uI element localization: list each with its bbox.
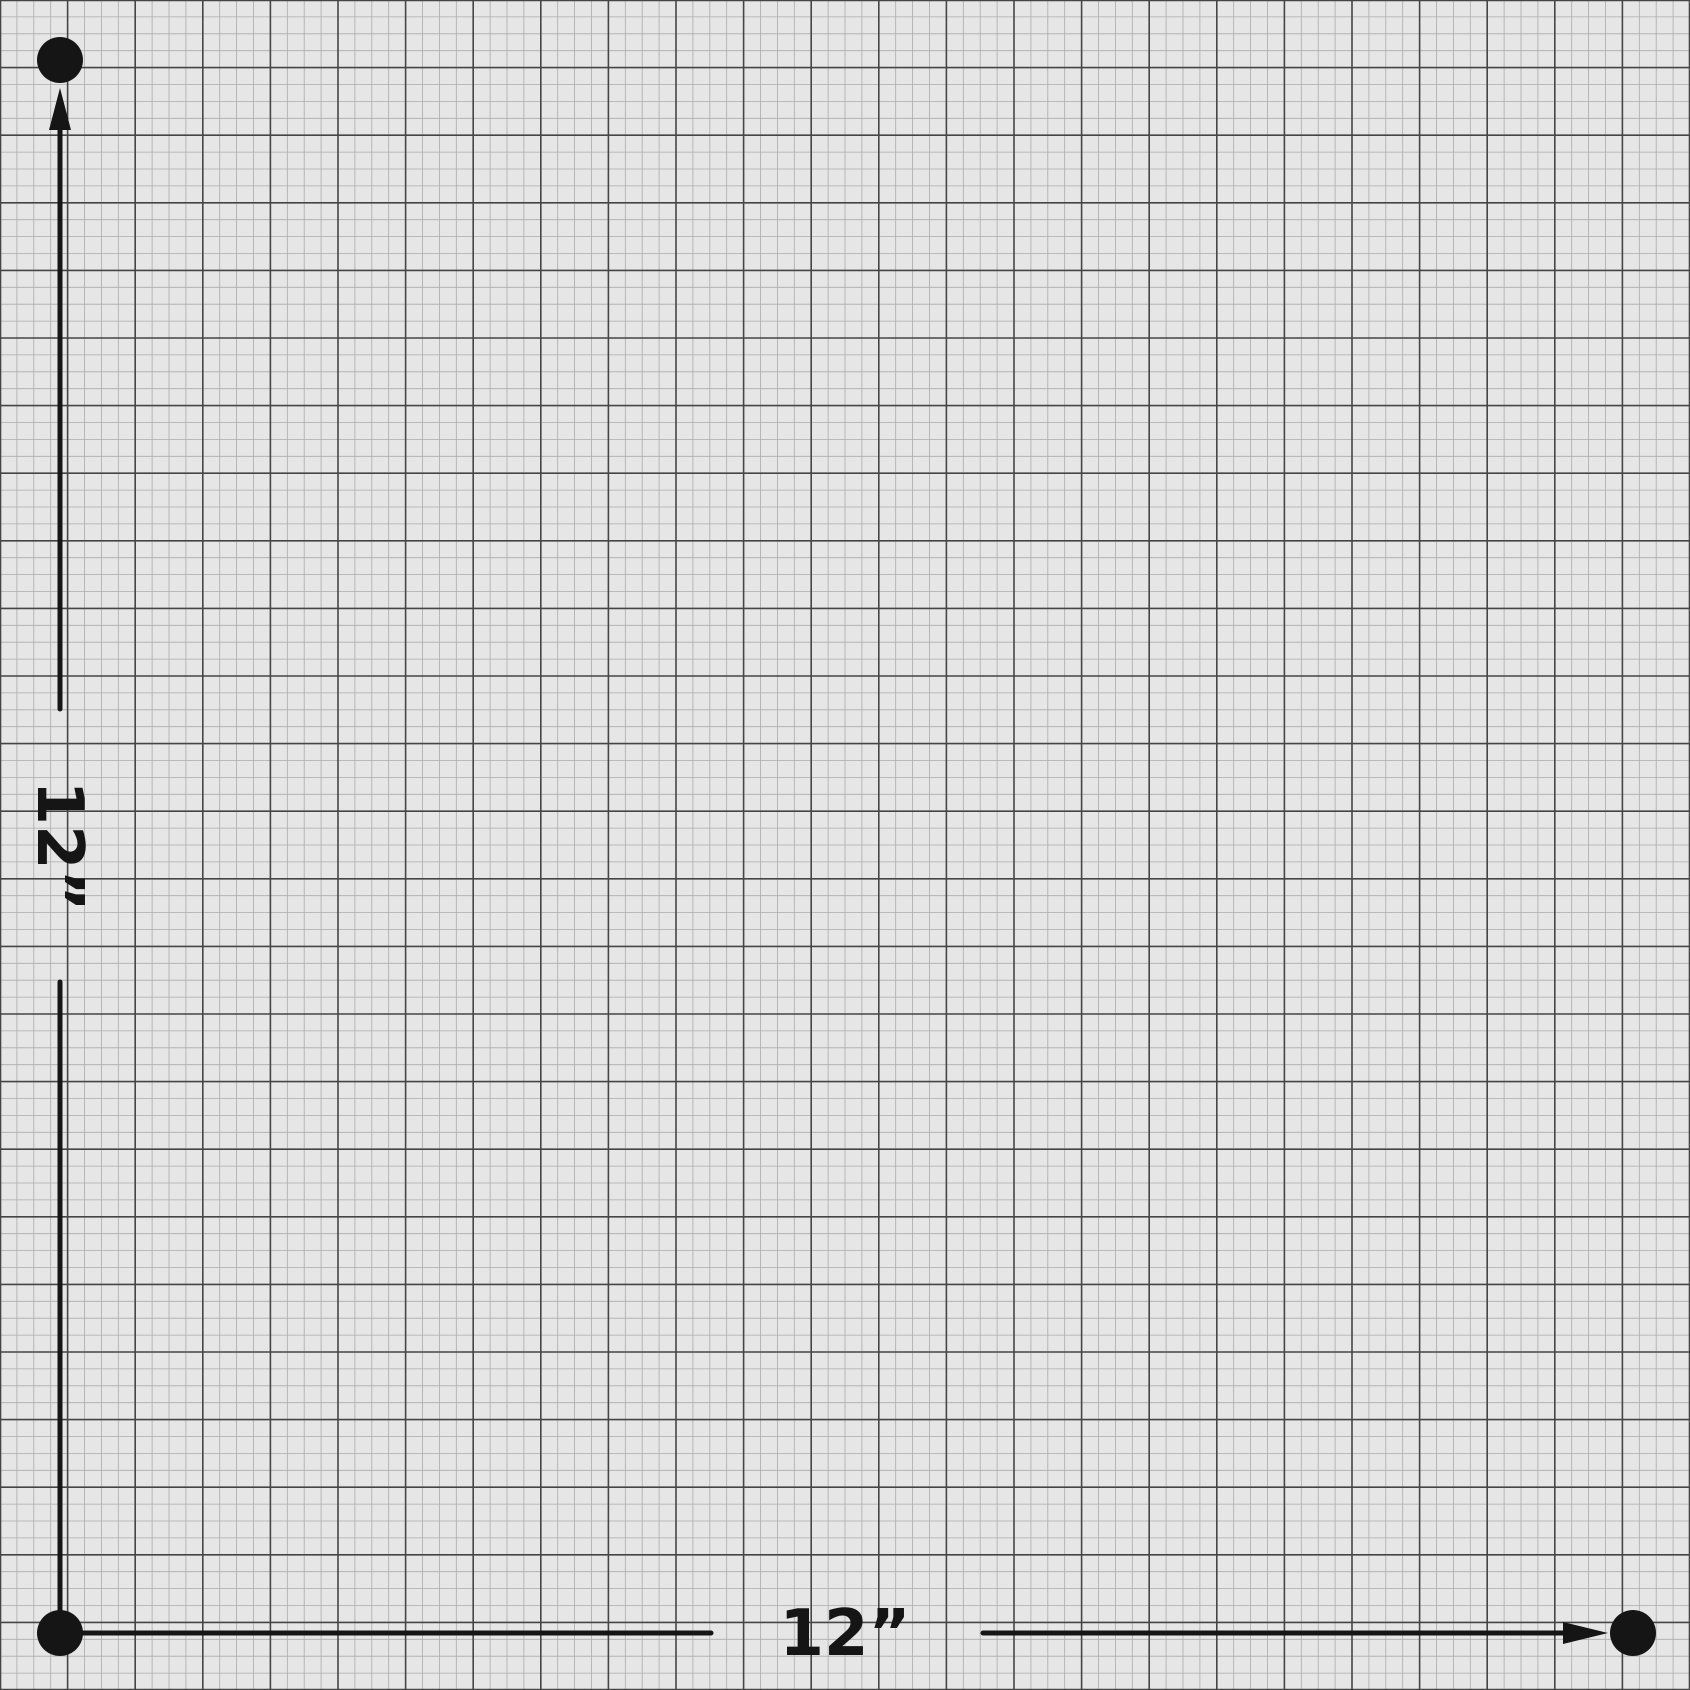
origin-dot-icon [37, 1610, 83, 1656]
vertical-dimension: 12” [22, 88, 96, 1636]
vertical-dimension-label: 12” [22, 780, 96, 911]
right-end-dot-icon [1610, 1610, 1656, 1656]
top-end-dot-icon [37, 37, 83, 83]
up-arrowhead-icon [49, 88, 71, 130]
right-arrowhead-icon [1563, 1622, 1608, 1644]
horizontal-dimension: 12” [57, 1597, 1608, 1671]
horizontal-dimension-label: 12” [779, 1597, 910, 1671]
